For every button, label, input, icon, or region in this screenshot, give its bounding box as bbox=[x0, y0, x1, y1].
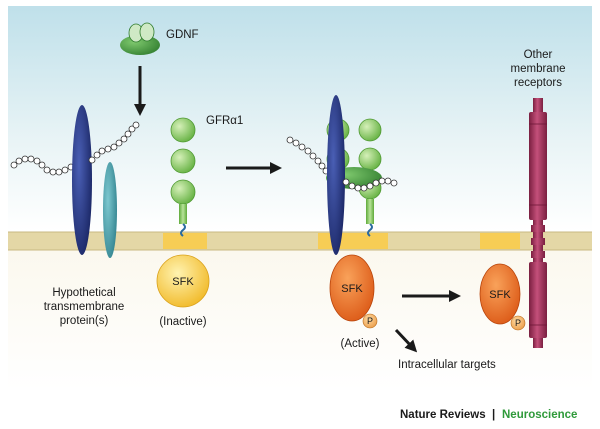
label-gfra1: GFRα1 bbox=[206, 115, 243, 127]
label-membrane: membrane bbox=[511, 63, 566, 75]
complex-chain-right bbox=[342, 177, 398, 192]
label-receptors: receptors bbox=[514, 77, 562, 89]
lipid-raft-1 bbox=[163, 233, 207, 249]
cell-membrane bbox=[8, 232, 592, 250]
phospho-active bbox=[362, 313, 378, 329]
phospho-right bbox=[510, 315, 526, 331]
label-inactive: (Inactive) bbox=[159, 316, 206, 328]
gfra1-receptor bbox=[170, 117, 196, 237]
sfk-right bbox=[479, 263, 521, 325]
hypothetical-protein-teal bbox=[103, 162, 117, 258]
footer-journal: Neuroscience bbox=[502, 409, 577, 421]
sfk-inactive bbox=[156, 254, 210, 308]
label-transmembrane: transmembrane bbox=[44, 301, 125, 313]
hypothetical-protein-chain-right bbox=[88, 121, 140, 164]
label-phospho-right: P bbox=[515, 318, 521, 328]
footer-publisher: Nature Reviews bbox=[400, 409, 486, 421]
hypothetical-protein-blue bbox=[72, 105, 92, 255]
gdnf-dimer bbox=[120, 22, 160, 55]
label-sfk-right: SFK bbox=[489, 289, 511, 301]
footer-separator: | bbox=[492, 409, 495, 421]
label-sfk-inactive: SFK bbox=[172, 276, 194, 288]
label-intracellular-targets: Intracellular targets bbox=[398, 359, 496, 371]
arrow-intracellular bbox=[394, 328, 418, 353]
extracellular-space bbox=[8, 6, 592, 232]
label-hypothetical: Hypothetical bbox=[52, 287, 115, 299]
other-membrane-receptor bbox=[529, 98, 547, 348]
label-proteins: protein(s) bbox=[60, 315, 109, 327]
label-active: (Active) bbox=[341, 338, 380, 350]
sfk-active bbox=[329, 254, 375, 322]
label-other: Other bbox=[524, 49, 553, 61]
complex-chain-left bbox=[286, 136, 330, 175]
label-gdnf: GDNF bbox=[166, 29, 199, 41]
lipid-raft-3 bbox=[480, 233, 520, 249]
label-sfk-active: SFK bbox=[341, 283, 363, 295]
hypothetical-protein-complex bbox=[327, 95, 345, 255]
label-phospho-active: P bbox=[367, 316, 373, 326]
lipid-raft-2 bbox=[318, 233, 388, 249]
